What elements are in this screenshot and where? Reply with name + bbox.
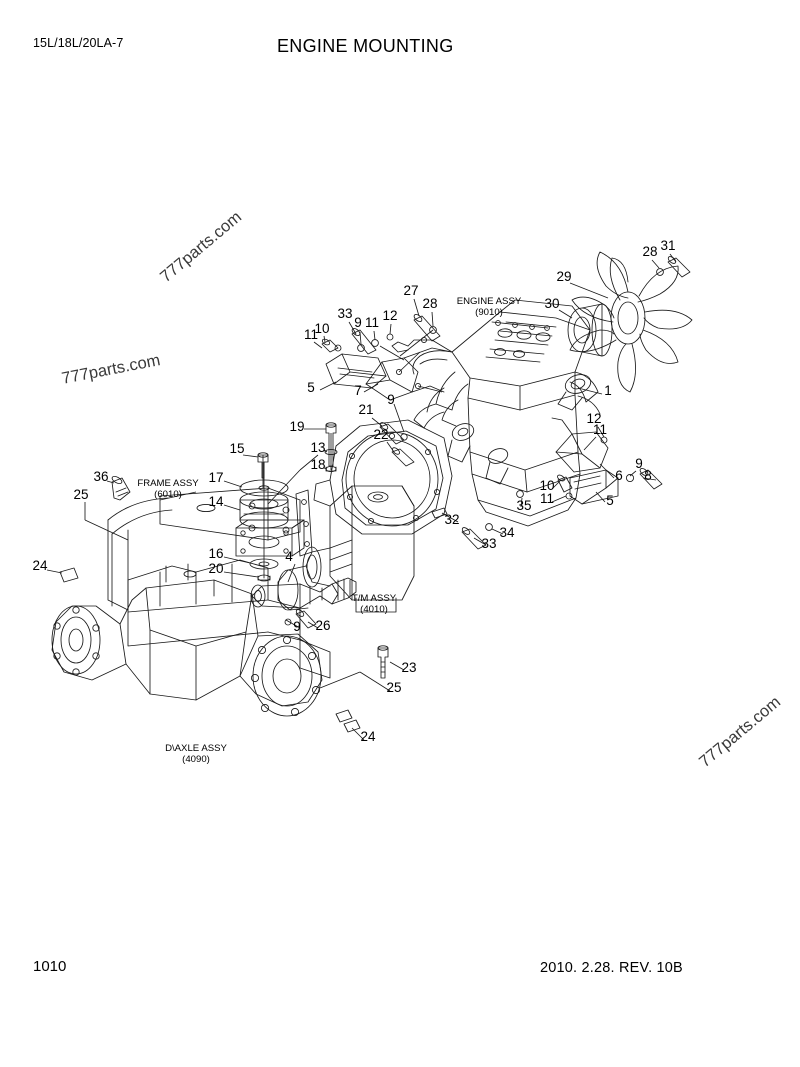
callout-number: 7: [354, 383, 362, 398]
callout-number: 23: [401, 660, 416, 675]
callout-number: 26: [315, 618, 330, 633]
long-bolt-19-drawing: [326, 423, 336, 466]
callout-number: 28: [422, 296, 437, 311]
callout-number: 1: [604, 383, 612, 398]
page-number: 1010: [33, 958, 67, 975]
assembly-code-axle: (4090): [182, 754, 210, 765]
callout-number: 4: [285, 549, 293, 564]
callout-number: 10: [314, 321, 329, 336]
assembly-labels: ENGINE ASSY (9010) FRAME ASSY (6010) T/M…: [137, 296, 522, 765]
callout-number: 24: [32, 558, 48, 573]
callout-number: 9: [387, 392, 395, 407]
callout-number: 16: [208, 546, 223, 561]
fastener-group-left: [321, 313, 440, 466]
assembly-label-frame: FRAME ASSY: [137, 478, 199, 489]
callout-number: 13: [310, 440, 325, 455]
callout-number: 12: [586, 411, 601, 426]
transmission-assembly-drawing: [278, 486, 414, 612]
callout-number: 17: [208, 470, 223, 485]
callout-number: 24: [360, 729, 376, 744]
callout-number: 35: [516, 498, 531, 513]
revision-date: 2010. 2.28. REV. 10B: [540, 960, 683, 976]
drive-shaft-drawing: [251, 578, 356, 608]
callout-number: 9: [635, 456, 643, 471]
callout-number: 5: [606, 493, 614, 508]
callout-number: 14: [208, 494, 224, 509]
assembly-label-engine: ENGINE ASSY: [457, 296, 522, 307]
callout-number: 31: [660, 238, 675, 253]
callout-number: 11: [304, 327, 318, 342]
engine-assembly-drawing: [392, 300, 600, 526]
left-engine-bracket-drawing: [326, 348, 452, 400]
callout-number: 32: [444, 512, 459, 527]
callout-number: 9: [354, 315, 362, 330]
callout-number: 18: [310, 457, 325, 472]
callout-number: 25: [73, 487, 88, 502]
callout-number: 12: [382, 308, 397, 323]
right-engine-mount-drawing: [432, 418, 662, 549]
callout-number: 5: [307, 380, 315, 395]
callout-number: 8: [644, 468, 652, 483]
drive-axle-assembly-drawing: [52, 564, 322, 716]
callout-number: 10: [539, 478, 554, 493]
misc-fastener-drawing: [60, 475, 388, 732]
callout-number: 11: [365, 315, 379, 330]
model-designation: 15L/18L/20LA-7: [33, 36, 124, 50]
callout-number: 25: [386, 680, 401, 695]
callout-number: 30: [544, 296, 559, 311]
assembly-label-transmission: T/M ASSY: [352, 593, 397, 604]
callout-number: 29: [556, 269, 571, 284]
assembly-code-frame: (6010): [154, 489, 182, 500]
callout-number: 15: [229, 441, 244, 456]
callout-number: 36: [93, 469, 108, 484]
callout-number: 21: [358, 402, 373, 417]
assembly-label-axle: D\AXLE ASSY: [165, 743, 227, 754]
cooling-fan-drawing: [568, 252, 692, 392]
callout-number: 19: [289, 419, 304, 434]
callout-number: 22: [373, 427, 388, 442]
bellhousing-drawing: [314, 420, 452, 534]
callout-number: 6: [615, 468, 623, 483]
callout-number: 27: [403, 283, 418, 298]
callout-number: 28: [642, 244, 657, 259]
page-title: ENGINE MOUNTING: [277, 36, 454, 56]
callout-number: 33: [481, 536, 496, 551]
callout-number: 34: [499, 525, 515, 540]
leader-lines: [47, 254, 676, 740]
callout-number: 11: [593, 422, 607, 437]
callout-number: 20: [208, 561, 223, 576]
assembly-code-engine: (9010): [475, 307, 503, 318]
callout-number: 33: [337, 306, 352, 321]
callout-number: 9: [293, 619, 301, 634]
frame-assembly-drawing: [108, 488, 330, 678]
callout-number-layer: 1455678999910101111111112121314151617181…: [32, 238, 675, 744]
assembly-code-transmission: (4010): [360, 604, 388, 615]
callout-number: 11: [540, 491, 554, 506]
